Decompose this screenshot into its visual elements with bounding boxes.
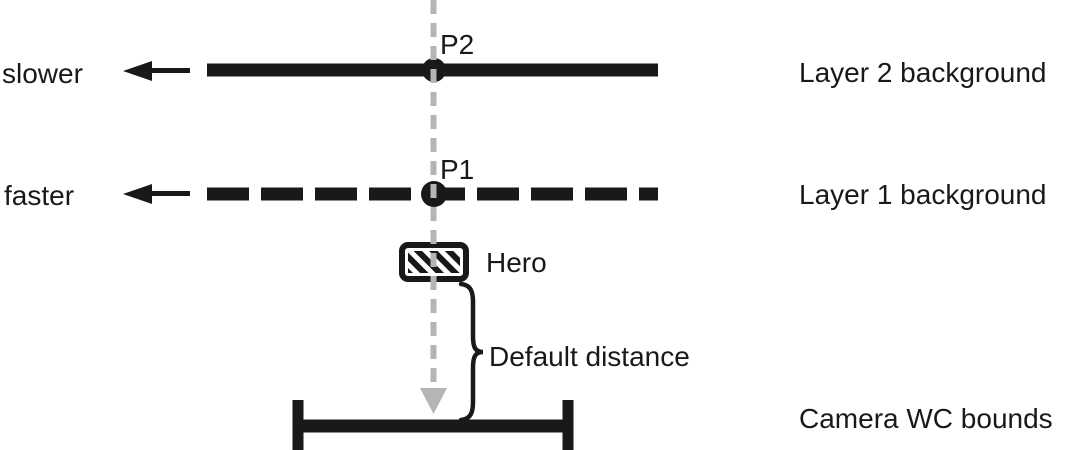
p1-label: P1 [440,154,474,185]
slower-label: slower [2,58,83,89]
down-guide-arrow-icon [420,0,447,414]
slower-arrow-head [123,61,152,81]
layer2-background-label: Layer 2 background [799,57,1047,88]
p2-label: P2 [440,29,474,60]
camera-wc-bounds-label: Camera WC bounds [799,403,1053,434]
faster-label: faster [4,180,74,211]
faster-left-arrow-icon [123,184,190,204]
curly-brace-icon [458,281,484,423]
faster-arrow-head [123,184,152,204]
layer1-background-label: Layer 1 background [799,179,1047,210]
guide-arrow-head [420,388,447,414]
camera-wc-bounds [292,400,574,450]
hero-label: Hero [486,247,547,278]
slower-left-arrow-icon [123,61,190,81]
default-distance-label: Default distance [489,341,690,372]
